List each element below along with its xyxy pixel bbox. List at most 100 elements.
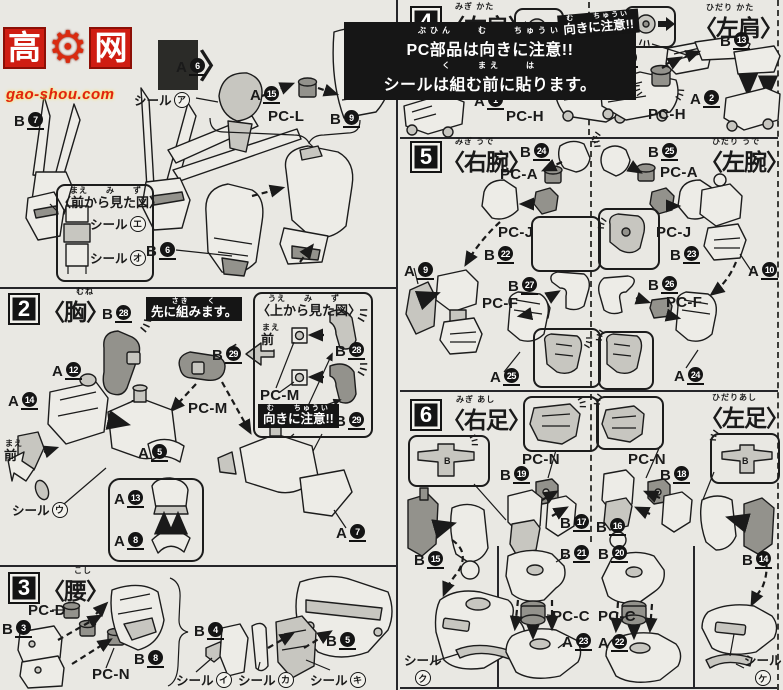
step6-lr-divider <box>590 394 592 542</box>
step3-number: 3 <box>8 572 40 604</box>
knee-joint-inset-left <box>710 433 780 484</box>
step5-right-title: 〈右腕〉 <box>442 149 531 175</box>
step3-furigana: こし <box>74 566 92 575</box>
part-label-pcd: PC-D <box>28 602 66 619</box>
front-view-box <box>56 184 154 282</box>
part-label-pcf-left: PC-F <box>666 294 703 311</box>
watermark-char1: 高 <box>3 27 46 69</box>
step3-title: 〈腰〉 <box>42 578 109 604</box>
part-label-pcj-left: PC-J <box>656 224 692 241</box>
watermark-url: gao-shou.com <box>6 86 115 103</box>
step2-title: 〈胸〉 <box>42 299 109 325</box>
step5-arms-art <box>405 131 753 375</box>
step6-sub-divider-left <box>693 546 695 688</box>
front-view-title: 〈前から見た図〉 <box>58 195 163 210</box>
seal-label-ku: シールク <box>404 650 442 686</box>
note-orientation-step2: む ちゅうい向きに注意!! <box>258 404 339 429</box>
watermark-logo: 高 ⚙ 网 <box>3 23 133 72</box>
part-label-pch-left: PC-H <box>648 106 686 123</box>
seal-label-ki: シールキ <box>310 670 366 689</box>
seal-label-ke: シールケ <box>744 650 782 686</box>
molded-letter-right: B <box>444 456 451 466</box>
fist-detail-inset-left <box>598 331 654 390</box>
step5-right-furigana: みぎ うで <box>455 137 495 146</box>
part-label-pcc-right: PC-C <box>552 608 590 625</box>
fist-detail-inset-right <box>533 328 601 388</box>
part-label-pca-right: PC-A <box>500 166 538 183</box>
step6-right-furigana: みぎ あし <box>456 395 496 404</box>
step2-chest-art <box>7 307 370 554</box>
part-label-pcn-step3: PC-N <box>92 666 130 683</box>
front-view-furigana: まえ み ず <box>70 186 142 195</box>
step5-left-title: 〈左腕〉 <box>700 149 783 175</box>
part-label-pch-right: PC-H <box>506 108 544 125</box>
front-label-left: 前 <box>4 448 18 463</box>
part-label-pcj-right: PC-J <box>498 224 534 241</box>
molded-letter-left: B <box>742 456 749 466</box>
step5-divider <box>400 137 778 139</box>
step5-left-furigana: ひだり うで <box>712 137 761 146</box>
seal-label-i: シールイ <box>176 670 232 689</box>
step5-number: 5 <box>410 141 442 173</box>
gear-icon: ⚙ <box>48 23 88 72</box>
front-label-box: 前 <box>261 332 275 347</box>
part-label-pcn-left-leg: PC-N <box>628 451 666 468</box>
knee-armor-inset-right <box>523 396 599 452</box>
part-label-pca-left: PC-A <box>660 164 698 181</box>
part-label-pcc-left: PC-C <box>598 608 636 625</box>
step2-number: 2 <box>8 293 40 325</box>
part-label-pcm: PC-M <box>188 400 228 417</box>
step6-right-title: 〈右足〉 <box>442 407 531 433</box>
part-label-pcl: PC-L <box>268 108 305 125</box>
part-label-pcn-right-leg: PC-N <box>522 451 560 468</box>
step6-number: 6 <box>410 399 442 431</box>
seal-label-a: シールア <box>134 90 190 109</box>
knee-joint-inset-right <box>408 435 490 487</box>
step3-divider <box>0 565 396 567</box>
step2-divider <box>0 287 396 289</box>
step6-legs-art <box>407 393 778 683</box>
step6-divider <box>400 390 778 392</box>
top-view-box <box>253 292 373 438</box>
front-furigana-box: まえ <box>262 323 280 332</box>
step4-left-furigana: ひだり かた <box>706 3 755 12</box>
top-view-furigana: うえ み ず <box>268 294 340 303</box>
knee-armor-inset-left <box>596 396 664 450</box>
page-edge-dashes <box>777 0 779 690</box>
step3-waist-art <box>17 575 393 689</box>
part-label-pcf-right: PC-F <box>482 295 519 312</box>
step6-left-furigana: ひだりあし <box>712 393 757 402</box>
note-pc1-text: PC部品は向きに注意!! <box>406 42 574 59</box>
seal-label-ka: シールカ <box>238 670 294 689</box>
note-pc1-furigana: ぶひん む ちゅうい <box>418 26 562 35</box>
note-pc2-text: シールは組む前に貼ります。 <box>383 77 597 94</box>
part-label-pcm-2: PC-M <box>260 387 300 404</box>
